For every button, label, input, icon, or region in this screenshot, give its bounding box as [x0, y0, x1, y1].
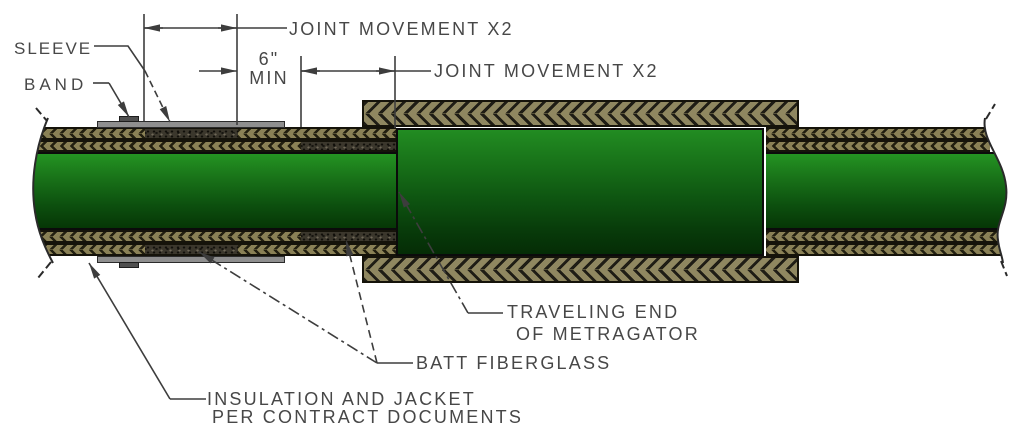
band-bottom: [119, 262, 139, 268]
break-dash-right-bottom: [1000, 260, 1008, 277]
batt-fiberglass-bottom-outer: [145, 243, 238, 256]
jacket-bottom-inner-rightpipe: [766, 230, 1004, 243]
traveling-end-label-line2: OF METRAGATOR: [516, 324, 700, 344]
min-dimension-unit: MIN: [249, 68, 289, 88]
jacket-bottom-outer-right: [238, 243, 396, 256]
leader-band-arrow: [108, 82, 130, 118]
jacket-top-outer-left: [34, 127, 145, 140]
metragator-cover-top: [362, 100, 799, 127]
break-dash-left-top: [35, 107, 48, 122]
pipe-right: [766, 152, 1008, 230]
min-dimension-label: 6" MIN: [241, 50, 297, 88]
jacket-bottom-inner-left: [34, 230, 301, 243]
break-dash-left-bottom: [37, 261, 52, 279]
break-line-right: [983, 117, 1008, 264]
leader-insulation-arrow: [88, 262, 171, 400]
batt-fiberglass-top-inner: [301, 140, 396, 152]
insulation-label-line1: INSULATION AND JACKET: [207, 389, 476, 409]
jacket-top-outer-rightpipe: [766, 127, 990, 140]
jacket-top-inner-rightpipe: [766, 140, 990, 152]
jacket-bottom-outer-left: [34, 243, 145, 256]
joint-movement-top-label: JOINT MOVEMENT X2: [289, 19, 514, 39]
leader-sleeve-dash: [144, 70, 171, 123]
break-cut-right: [984, 118, 1024, 263]
metragator-body: [396, 128, 764, 256]
sleeve-label: SLEEVE: [14, 39, 93, 58]
leader-traveling-dash: [398, 191, 469, 314]
break-dash-right-top: [985, 103, 996, 120]
leader-batt-up: [345, 239, 378, 364]
jacket-bottom-outer-rightpipe: [766, 243, 1004, 256]
sleeve-top: [97, 121, 285, 128]
leader-batt-left: [198, 251, 378, 364]
batt-fiberglass-top-outer: [145, 127, 238, 140]
sleeve-bottom: [97, 256, 285, 263]
metragator-cover-bottom: [362, 256, 799, 283]
min-dimension-value: 6": [258, 49, 280, 69]
insulation-label-line2: PER CONTRACT DOCUMENTS: [212, 407, 524, 427]
joint-movement-mid-label: JOINT MOVEMENT X2: [434, 61, 659, 81]
band-label: BAND: [24, 75, 88, 94]
batt-fiberglass-label: BATT FIBERGLASS: [416, 353, 612, 373]
pipe-left: [34, 152, 396, 230]
break-line-left: [32, 117, 54, 264]
jacket-top-inner-left: [34, 140, 301, 152]
traveling-end-label-line1: TRAVELING END: [507, 302, 680, 322]
jacket-top-outer-right: [238, 127, 396, 140]
leader-sleeve: [94, 45, 146, 72]
break-cut-left: [0, 118, 53, 263]
